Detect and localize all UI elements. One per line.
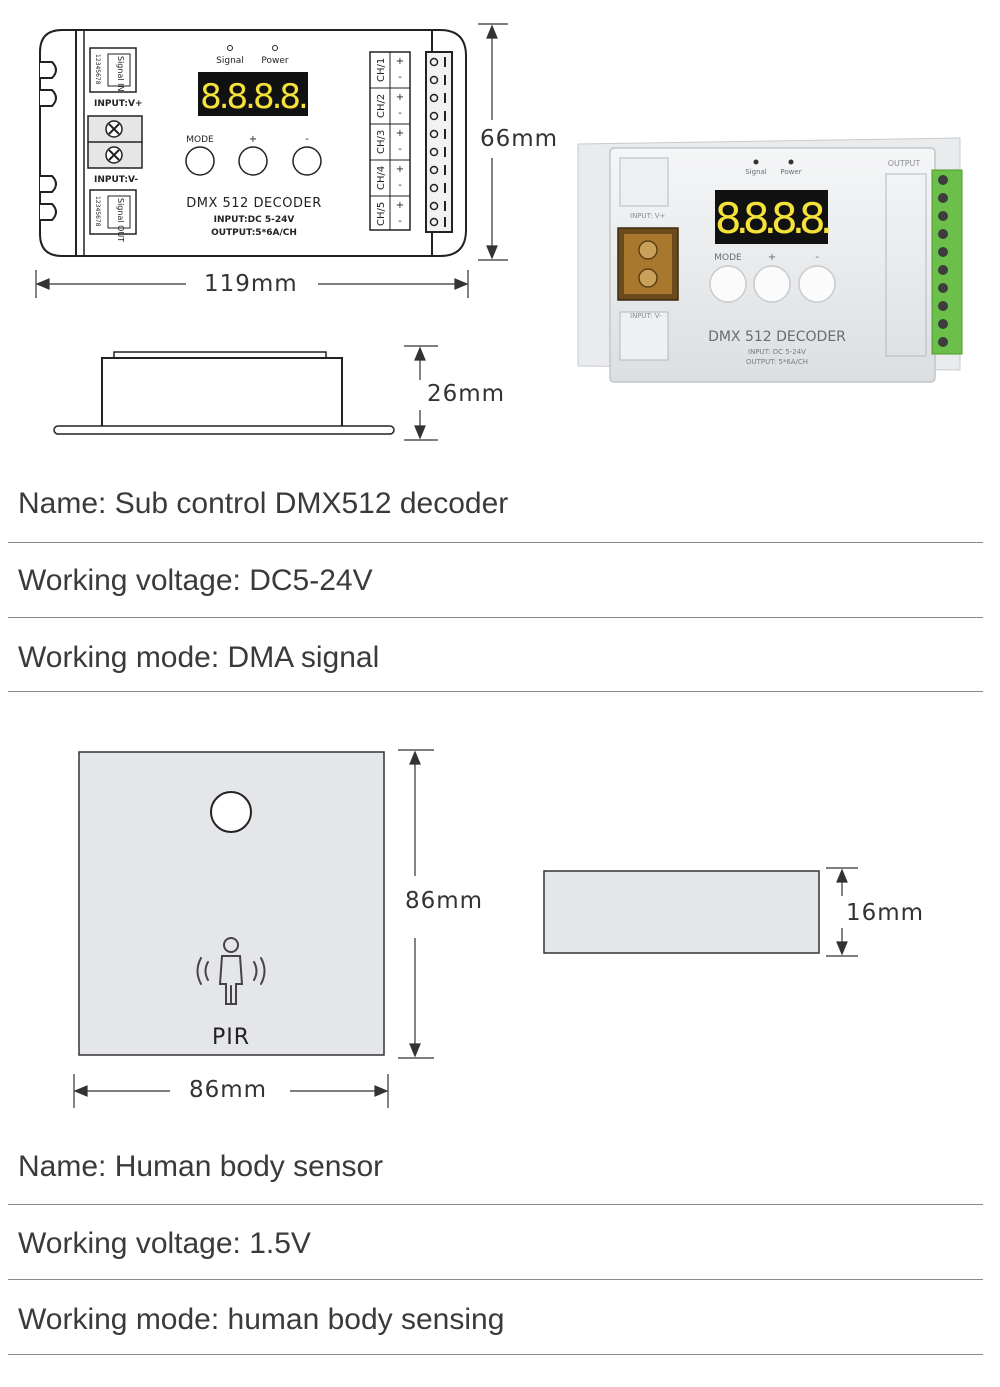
sensor-depth-dimension-line [826,867,858,957]
width-dimension-line [35,270,469,298]
sensor-side-drawing [543,867,858,957]
photo-minus-label: - [815,252,819,263]
decoder-input-spec: INPUT:DC 5-24V [214,215,295,225]
input-vplus-label: INPUT:V+ [94,99,143,109]
input-vminus-label: INPUT:V- [94,175,138,185]
terminal-screws [429,57,446,227]
decoder-product-photo: OUTPUT INPUT: V+ INPUT: V- Signal Power … [577,137,963,383]
channel-label-5: CH/5 [376,202,387,226]
sensor-spec-mode: Working mode: human body sensing [18,1303,505,1336]
decoder-output-spec: OUTPUT:5*6A/CH [211,228,297,238]
minus-button-label: - [305,134,309,145]
ch2-plus: + [396,92,404,103]
depth-dimension-line [404,345,438,441]
decoder-spec-name: Name: Sub control DMX512 decoder [18,487,509,520]
sensor-lens [210,791,252,833]
ch3-plus: + [396,128,404,139]
decoder-title: DMX 512 DECODER [186,196,322,211]
decoder-top-drawing: CH/1 CH/2 CH/3 CH/4 CH/5 +- +- +- +- +- … [35,23,508,298]
minus-button [292,146,322,176]
ch4-minus: - [398,180,402,191]
signal-out-label: Signal OUT [116,198,125,242]
ch5-minus: - [398,216,402,227]
sensor-spec-name: Name: Human body sensor [18,1150,384,1183]
photo-led-power: Power [780,168,801,176]
decoder-spec-row-name: Name: Sub control DMX512 decoder [8,470,983,543]
decoder-height-label: 66mm [480,126,559,152]
sensor-spec-row-name: Name: Human body sensor [8,1132,983,1205]
decoder-spec-mode: Working mode: DMA signal [18,641,380,674]
person-motion-icon [196,937,266,1005]
pir-label: PIR [212,1025,250,1050]
sensor-width-label: 86mm [189,1077,268,1103]
signal-out-pins: 12345678 [94,196,101,227]
ch1-plus: + [396,56,404,67]
ch2-minus: - [398,108,402,119]
photo-input-vminus: INPUT: V- [630,312,662,320]
display-digits: 8.8.8.8. [200,77,306,117]
decoder-depth-label: 26mm [427,381,506,407]
photo-input-vplus: INPUT: V+ [630,212,666,220]
led-power-label: Power [261,56,289,66]
sensor-spec-voltage: Working voltage: 1.5V [18,1227,311,1260]
mode-button-label: MODE [186,135,214,145]
decoder-spec-row-mode: Working mode: DMA signal [8,617,983,692]
channel-label-2: CH/2 [376,94,387,118]
ch4-plus: + [396,164,404,175]
signal-in-label: Signal IN [116,56,125,91]
height-dimension-line [478,23,508,261]
photo-mode-label: MODE [714,253,742,263]
sensor-width-dimension-line [73,1074,389,1108]
mode-button [185,146,215,176]
decoder-side-drawing [53,345,438,441]
sensor-depth-label: 16mm [846,900,925,926]
ch5-plus: + [396,200,404,211]
photo-led-signal: Signal [745,168,767,176]
photo-decoder-title: DMX 512 DECODER [708,329,846,345]
plus-button-label: + [249,134,257,145]
channel-label-3: CH/3 [376,130,387,154]
channel-label-1: CH/1 [376,58,387,82]
decoder-width-label: 119mm [204,271,298,297]
sensor-spec-row-voltage: Working voltage: 1.5V [8,1204,983,1280]
ch3-minus: - [398,144,402,155]
sensor-spec-row-mode: Working mode: human body sensing [8,1279,983,1355]
sensor-height-dimension-line [398,749,434,1059]
channel-label-4: CH/4 [376,166,387,190]
photo-output-spec: OUTPUT: 5*6A/CH [746,358,808,366]
plus-button [238,146,268,176]
ch1-minus: - [398,72,402,83]
decoder-spec-voltage: Working voltage: DC5-24V [18,564,373,597]
led-signal-label: Signal [216,56,244,66]
photo-output-label: OUTPUT [888,159,921,168]
signal-in-pins: 12345678 [94,54,101,85]
decoder-spec-row-voltage: Working voltage: DC5-24V [8,542,983,618]
photo-display-digits: 8.8.8.8. [715,194,829,243]
photo-plus-label: + [768,252,776,263]
sensor-front-drawing: PIR [73,749,434,1108]
photo-input-spec: INPUT: DC 5-24V [748,348,806,356]
sensor-height-label: 86mm [405,888,484,914]
